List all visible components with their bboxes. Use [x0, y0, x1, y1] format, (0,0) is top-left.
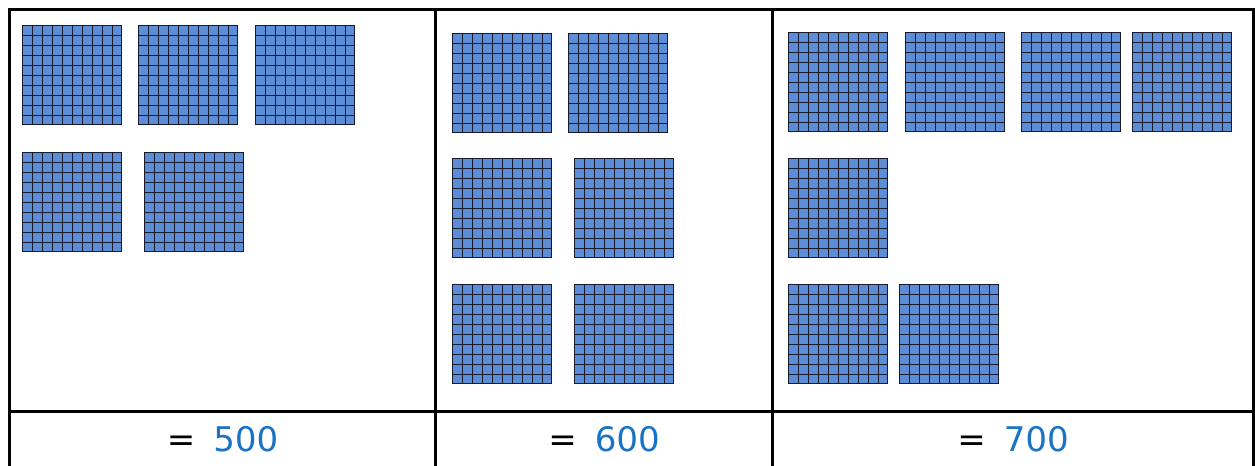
- answer-cell-3: = 700: [774, 414, 1252, 466]
- answer-cell-1: = 500: [11, 414, 434, 466]
- hundred-block: [138, 25, 238, 125]
- equals-sign: =: [167, 420, 196, 460]
- hundred-block: [22, 25, 122, 125]
- answer-value: 500: [213, 420, 278, 460]
- equals-sign: =: [548, 420, 577, 460]
- top-border: [8, 8, 1255, 11]
- hundred-block: [144, 152, 244, 252]
- hundred-block: [899, 284, 999, 384]
- hundred-block: [574, 284, 674, 384]
- hundred-block: [452, 158, 552, 258]
- hundred-block: [22, 152, 122, 252]
- answer-value: 600: [595, 420, 660, 460]
- hundred-block: [452, 33, 552, 133]
- row-divider: [8, 410, 1255, 413]
- hundred-block: [1132, 32, 1232, 132]
- hundred-block: [1021, 32, 1121, 132]
- hundred-block: [788, 32, 888, 132]
- left-border: [8, 8, 11, 466]
- column-divider-2: [771, 8, 774, 466]
- hundred-block: [788, 158, 888, 258]
- answer-value: 700: [1004, 420, 1069, 460]
- column-divider-1: [434, 8, 437, 466]
- hundred-block: [788, 284, 888, 384]
- hundred-block: [568, 33, 668, 133]
- hundred-block: [255, 25, 355, 125]
- equals-sign: =: [957, 420, 986, 460]
- hundred-block: [905, 32, 1005, 132]
- answer-cell-2: = 600: [437, 414, 771, 466]
- hundred-block: [452, 284, 552, 384]
- hundred-block: [574, 158, 674, 258]
